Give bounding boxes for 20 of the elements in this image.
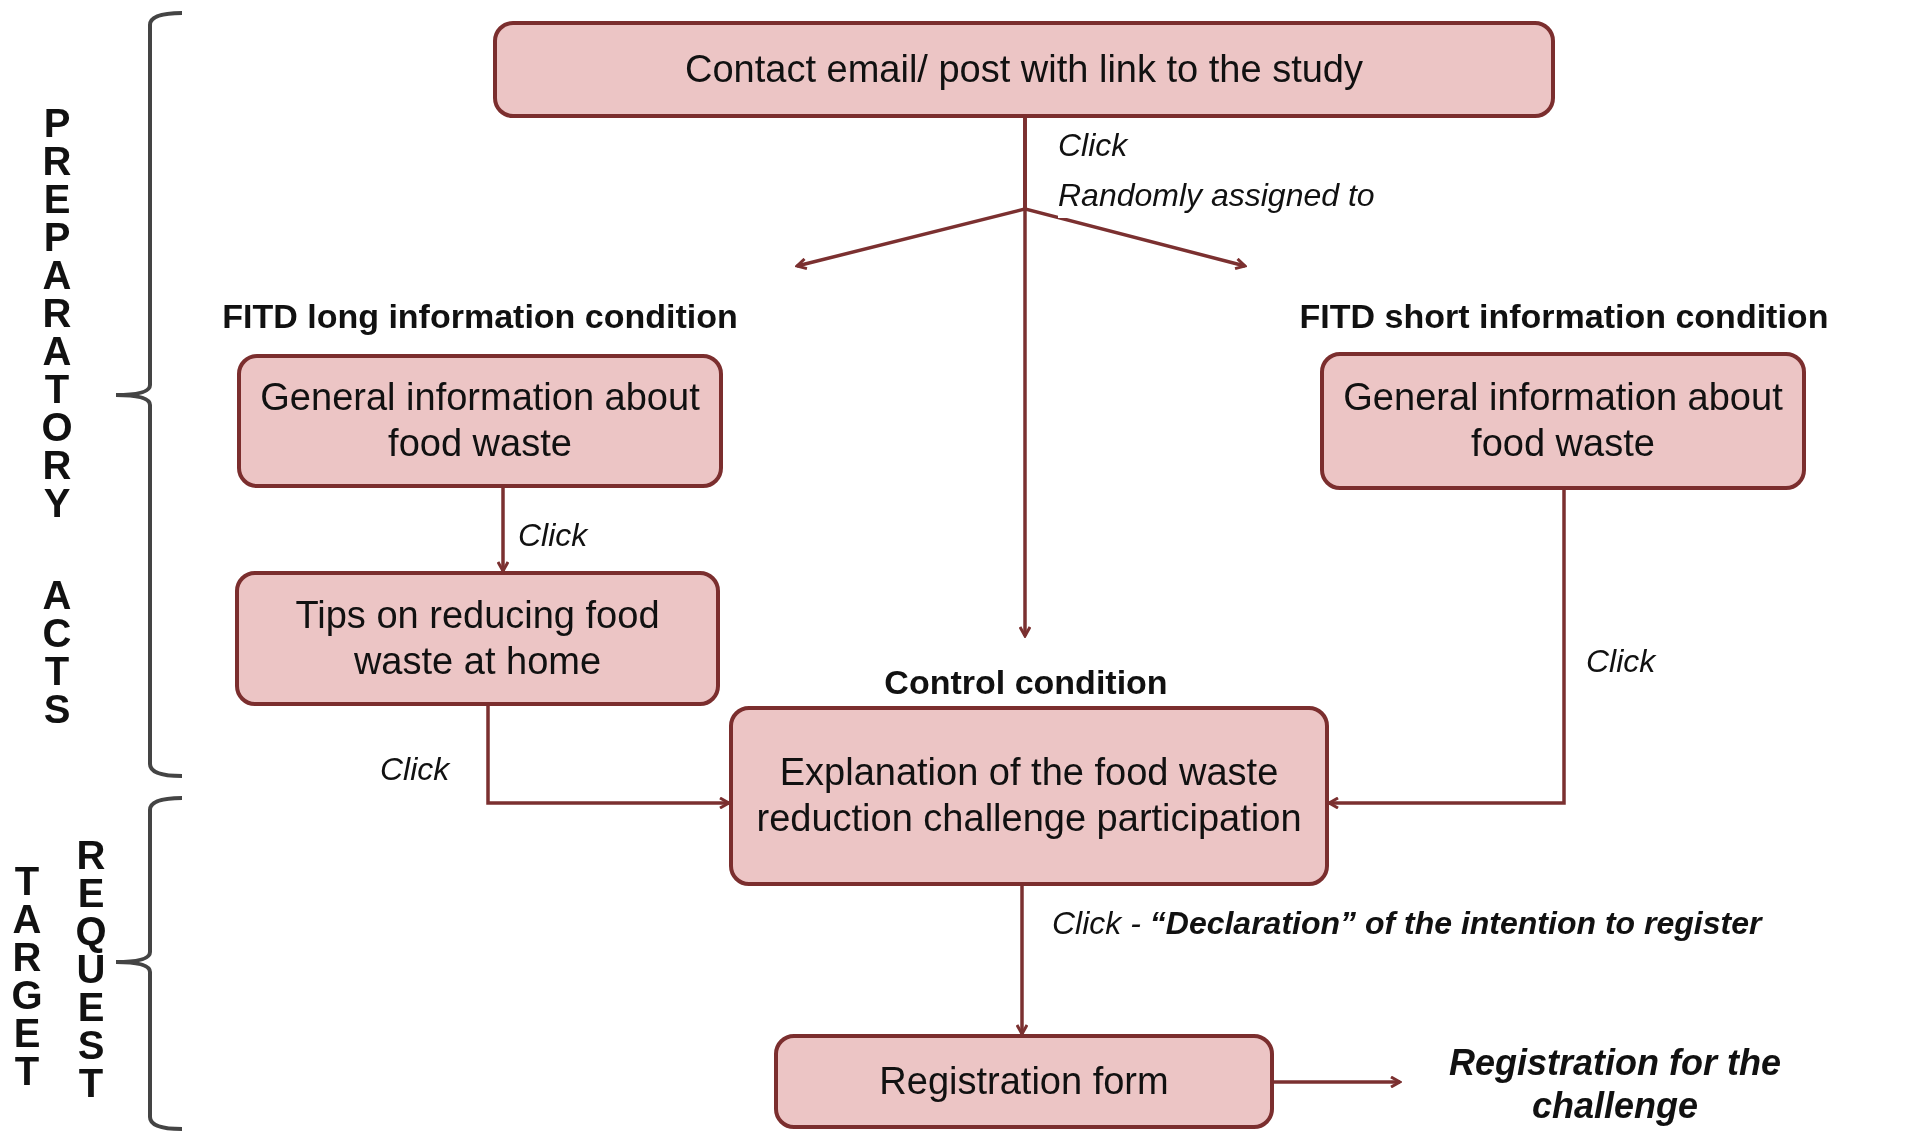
arrow: [1018, 118, 1032, 638]
process-box: Explanation of the food waste reduction challenge participation: [729, 706, 1329, 886]
condition-heading: Control condition: [832, 636, 1220, 702]
arrow: [1015, 886, 1029, 1036]
process-box: General information about food waste: [1320, 352, 1806, 490]
section-label: ACTS: [41, 576, 73, 728]
section-label: REQUEST: [74, 836, 108, 1102]
arrow: [1327, 490, 1566, 810]
arrow: [496, 488, 510, 573]
section-label: TARGET: [10, 862, 44, 1090]
arrow: [1274, 1075, 1402, 1089]
process-box: Registration form: [774, 1034, 1274, 1129]
section-label: PREPARATORY: [40, 104, 74, 522]
condition-heading: FITD short information condition: [1226, 266, 1902, 336]
process-box: Contact email/ post with link to the study: [493, 21, 1555, 118]
process-box: Tips on reducing food waste at home: [235, 571, 720, 706]
outcome-text: Registration for the challenge: [1400, 1036, 1830, 1132]
process-box: General information about food waste: [237, 354, 723, 488]
arrow: [486, 706, 731, 810]
condition-heading: FITD long information condition: [150, 266, 810, 336]
